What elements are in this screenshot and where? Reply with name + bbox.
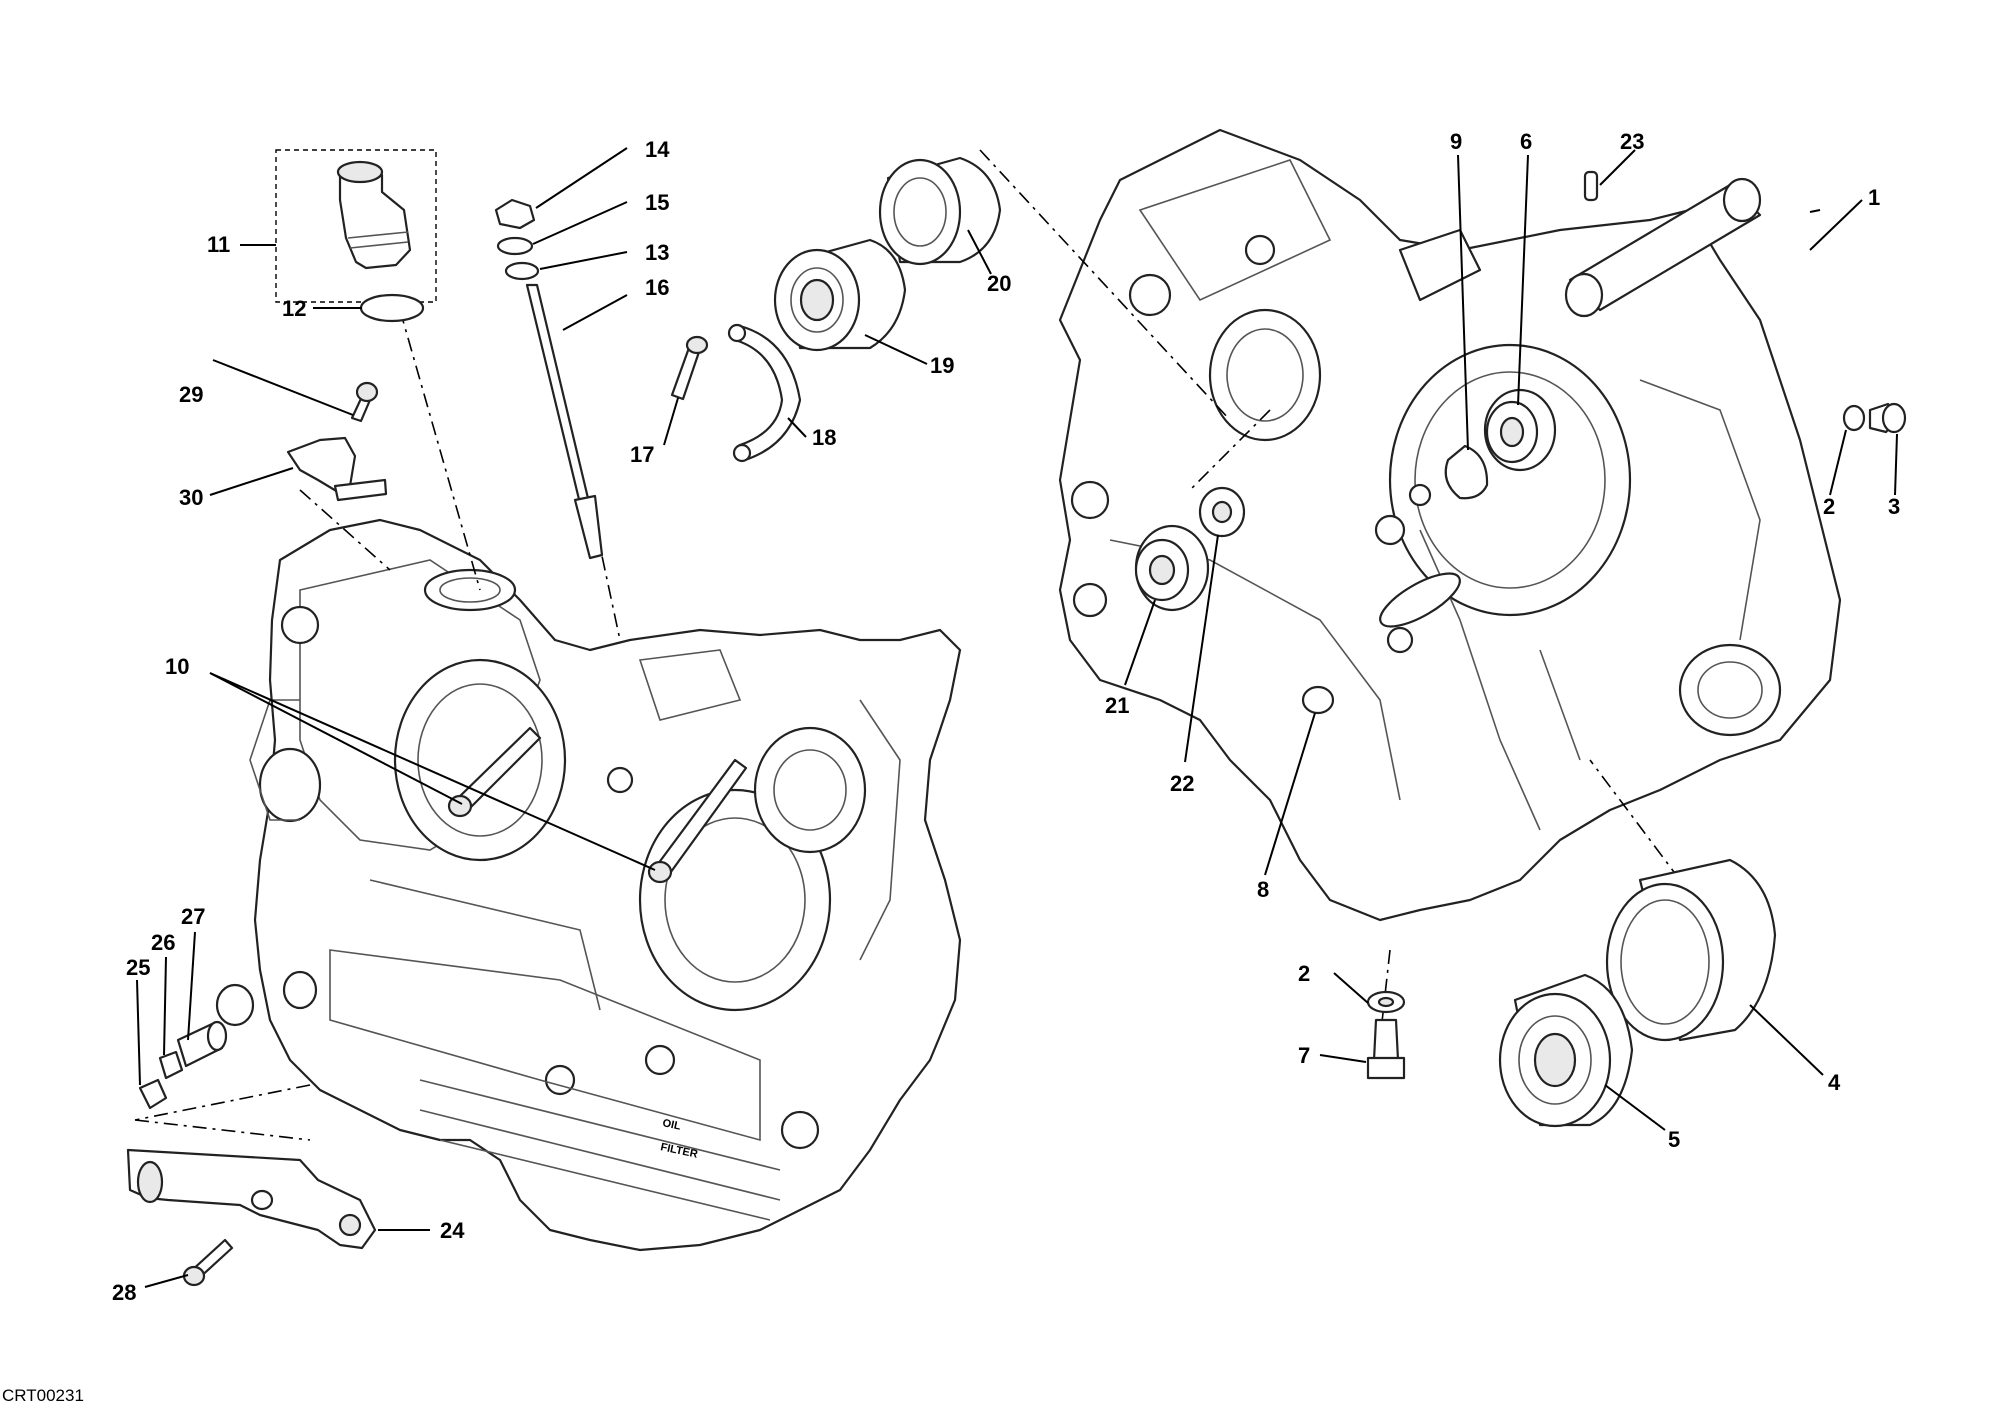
- callout-22: 22: [1170, 771, 1194, 796]
- callout-6: 6: [1520, 129, 1532, 154]
- callout-5: 5: [1668, 1127, 1680, 1152]
- callout-23: 23: [1620, 129, 1644, 154]
- callout-9: 9: [1450, 129, 1462, 154]
- callout-28: 28: [112, 1280, 136, 1305]
- callout-19: 19: [930, 353, 954, 378]
- callout-10: 10: [165, 654, 189, 679]
- left-crankcase-half: OIL FILTER: [215, 518, 962, 1252]
- callout-16: 16: [645, 275, 669, 300]
- leader-lines: [136, 147, 1898, 1288]
- oil-label: OIL: [661, 1117, 682, 1133]
- callout-15: 15: [645, 190, 669, 215]
- seal-ring-20: [878, 156, 1002, 266]
- callout-2-lower: 2: [1298, 961, 1310, 986]
- callout-30: 30: [179, 485, 203, 510]
- bearing-19: [773, 238, 907, 352]
- callout-17: 17: [630, 442, 654, 467]
- callout-7: 7: [1298, 1043, 1310, 1068]
- callout-11: 11: [207, 232, 230, 257]
- callout-18: 18: [812, 425, 836, 450]
- bearing-5: [1498, 973, 1634, 1128]
- callout-29: 29: [179, 382, 203, 407]
- callout-1: 1: [1868, 185, 1880, 210]
- assembly-lines: [134, 149, 1681, 1141]
- callout-12: 12: [282, 296, 306, 321]
- breather-cap: [275, 149, 437, 323]
- drawing-code: CRT00231: [2, 1386, 84, 1405]
- callout-14: 14: [645, 137, 670, 162]
- callout-21: 21: [1105, 693, 1129, 718]
- callout-8: 8: [1257, 877, 1269, 902]
- small-parts: [126, 149, 1907, 1287]
- callout-numbers: 1 2 3 4 5 6 7 8 9 10 11 12 13 14 15 16 1…: [112, 129, 1900, 1305]
- seal-4: [1605, 858, 1777, 1042]
- callout-13: 13: [645, 240, 669, 265]
- right-crankcase-half: [1058, 128, 1842, 922]
- callout-2: 2: [1823, 494, 1835, 519]
- callout-25: 25: [126, 955, 150, 980]
- callout-26: 26: [151, 930, 175, 955]
- callout-20: 20: [987, 271, 1011, 296]
- callout-27: 27: [181, 904, 205, 929]
- callout-4: 4: [1828, 1070, 1841, 1095]
- callout-24: 24: [440, 1218, 465, 1243]
- callout-3: 3: [1888, 494, 1900, 519]
